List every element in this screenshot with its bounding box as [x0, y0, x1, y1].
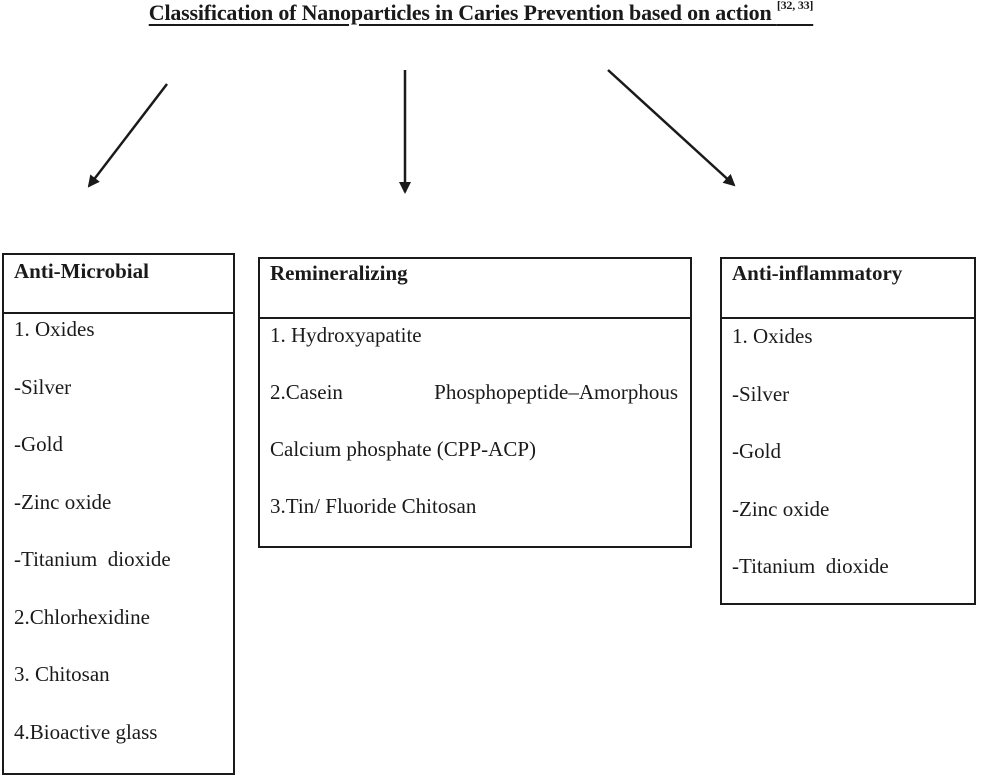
- title-text-wrapper: Classification of Nanoparticles in Carie…: [148, 0, 814, 26]
- category-list-anti-microbial: 1. Oxides -Silver -Gold -Zinc oxide -Tit…: [4, 314, 233, 776]
- title-references: [32, 33]: [776, 0, 814, 12]
- category-box-remineralizing: Remineralizing 1. Hydroxyapatite 2.Casei…: [258, 257, 692, 548]
- list-item-part: 2.Casein: [270, 380, 343, 404]
- list-item: 3. Chitosan: [14, 662, 110, 686]
- category-header-remineralizing: Remineralizing: [260, 259, 690, 319]
- arrow-right: [607, 69, 736, 187]
- arrow-left: [87, 83, 168, 188]
- list-item: -Zinc oxide: [14, 489, 112, 514]
- list-item: -Titanium dioxide: [14, 547, 171, 571]
- category-header-anti-inflammatory: Anti-inflammatory: [722, 259, 974, 319]
- list-item-part: Phosphopeptide–Amorphous: [434, 380, 678, 404]
- category-box-anti-microbial: Anti-Microbial 1. Oxides -Silver -Gold -…: [2, 253, 235, 775]
- category-header-anti-microbial: Anti-Microbial: [4, 255, 233, 314]
- list-item: 1. Oxides: [14, 317, 95, 341]
- list-item: Calcium phosphate (CPP-ACP): [270, 437, 536, 461]
- list-item: -Gold: [732, 439, 781, 463]
- list-item: 3.Tin/ Fluoride Chitosan: [270, 494, 477, 518]
- list-item: -Titanium dioxide: [732, 554, 889, 578]
- list-item: -Silver: [14, 374, 72, 399]
- category-box-anti-inflammatory: Anti-inflammatory 1. Oxides -Silver -Gol…: [720, 257, 976, 605]
- list-item: -Silver: [732, 381, 790, 406]
- title-text: Classification of Nanoparticles in Carie…: [148, 0, 772, 25]
- category-list-remineralizing: 1. Hydroxyapatite 2.Casein Phosphopeptid…: [260, 319, 690, 519]
- diagram-title: Classification of Nanoparticles in Carie…: [0, 0, 984, 26]
- list-item: 2.Chlorhexidine: [14, 604, 150, 629]
- list-item: 1. Hydroxyapatite: [270, 323, 422, 347]
- list-item: 1. Oxides: [732, 324, 813, 348]
- category-list-anti-inflammatory: 1. Oxides -Silver -Gold -Zinc oxide -Tit…: [722, 319, 974, 611]
- list-item: -Gold: [14, 432, 63, 456]
- list-item-casein-phosphopeptide: 2.Casein Phosphopeptide–Amorphous: [270, 379, 678, 405]
- list-item: 4.Bioactive glass: [14, 719, 158, 744]
- list-item: -Zinc oxide: [732, 496, 830, 521]
